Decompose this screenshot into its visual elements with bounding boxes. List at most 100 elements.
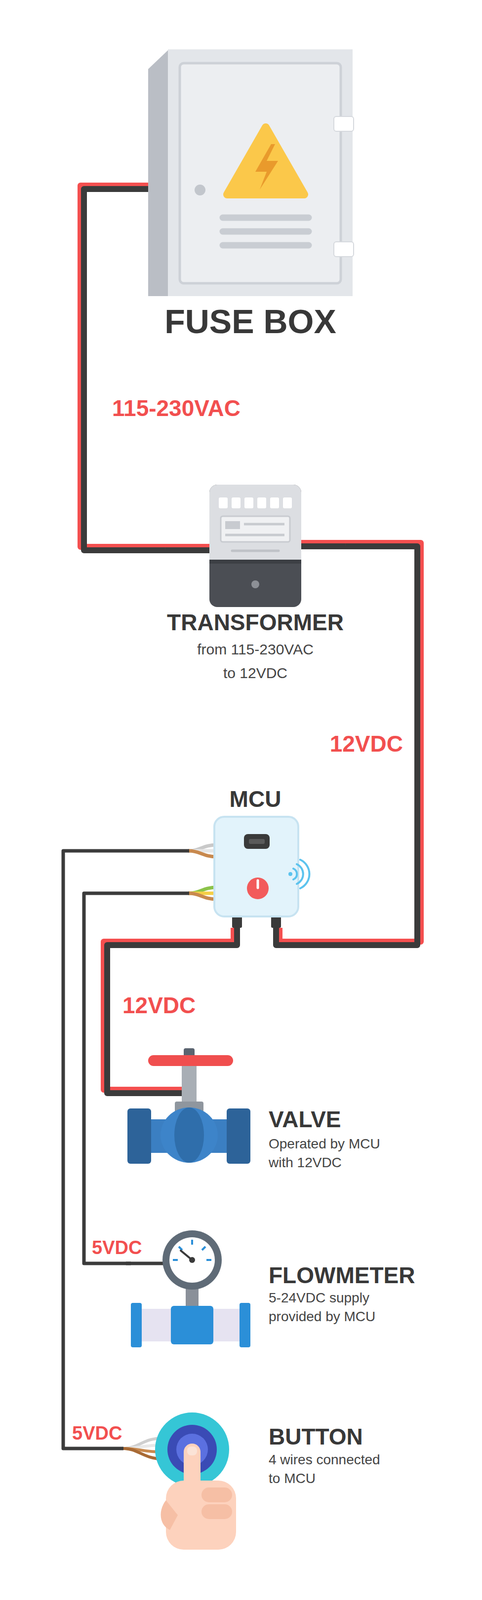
gauge-face bbox=[169, 1238, 215, 1284]
power-cable bbox=[107, 928, 238, 1094]
wire-strand bbox=[189, 893, 218, 900]
component-name: BUTTON bbox=[268, 1424, 363, 1452]
wire-black-stub bbox=[123, 1090, 184, 1097]
component-name: MCU bbox=[229, 786, 282, 814]
flowmeter-body bbox=[170, 1306, 214, 1346]
voltage-label: 12VDC bbox=[327, 730, 405, 759]
hand-knuckle bbox=[201, 1505, 233, 1521]
voltage-label: 5VDC bbox=[89, 1237, 144, 1261]
finger-nail bbox=[187, 1447, 198, 1457]
mcu-body bbox=[214, 817, 299, 918]
fuse-box-side bbox=[148, 49, 169, 297]
valve-illustration bbox=[127, 1048, 251, 1165]
fuse-box-front bbox=[167, 49, 353, 297]
wifi-dot bbox=[288, 872, 293, 877]
flowmeter-flange bbox=[130, 1303, 142, 1349]
mcu-dial bbox=[246, 878, 269, 900]
fuse-box-door bbox=[179, 63, 341, 284]
gauge-tick bbox=[178, 1247, 183, 1251]
meter-key bbox=[257, 497, 267, 509]
connector-group bbox=[63, 185, 421, 1450]
valve-flange bbox=[127, 1109, 152, 1165]
wire-red-strand bbox=[80, 185, 165, 548]
gauge-rim bbox=[162, 1231, 222, 1291]
door-knob bbox=[194, 184, 206, 196]
component-note: from 115-230VAC to 12VDC bbox=[191, 638, 320, 686]
door-hinge bbox=[333, 241, 354, 257]
gauge-tick bbox=[206, 1259, 212, 1262]
component-node: MCU bbox=[189, 784, 312, 929]
door-slot bbox=[222, 214, 309, 222]
mcu-slot bbox=[243, 834, 270, 850]
gauge-tick bbox=[201, 1247, 206, 1251]
transformer-base bbox=[209, 484, 302, 608]
wire-red-stub bbox=[123, 1087, 184, 1094]
meter-screw bbox=[251, 580, 260, 589]
valve-handle bbox=[148, 1055, 234, 1067]
meter-line bbox=[232, 550, 279, 553]
warning-triangle bbox=[227, 127, 305, 195]
wire-red-strand bbox=[279, 543, 421, 943]
fuse-box-illustration bbox=[148, 49, 354, 297]
mcu-dial-mark bbox=[256, 881, 260, 889]
power-cable bbox=[83, 189, 165, 551]
component-name: VALVE bbox=[268, 1106, 342, 1134]
mcu-slot-inner bbox=[248, 839, 265, 845]
voltage-label: 12VDC bbox=[120, 992, 198, 1020]
wire-connector-group bbox=[103, 928, 238, 1094]
lightning-bolt bbox=[255, 144, 279, 190]
meter-key bbox=[218, 497, 228, 509]
meter-line bbox=[225, 534, 285, 537]
flowmeter-wire-stub bbox=[125, 1262, 168, 1267]
wire-connector-group bbox=[80, 185, 165, 551]
mcu-wire-stubs bbox=[189, 845, 218, 900]
meter-display bbox=[225, 521, 241, 530]
meter-key bbox=[244, 497, 254, 509]
component-note: 4 wires connected to MCU bbox=[268, 1451, 389, 1489]
wifi-arc bbox=[296, 864, 304, 885]
meter-panel bbox=[220, 516, 290, 543]
component-node: TRANSFORMERfrom 115-230VAC to 12VDC bbox=[164, 484, 346, 688]
hand-knuckle bbox=[201, 1488, 233, 1504]
transformer-illustration bbox=[209, 484, 302, 608]
valve-flange bbox=[226, 1109, 251, 1165]
component-name: FLOWMETER bbox=[268, 1262, 415, 1290]
valve-body bbox=[160, 1108, 218, 1164]
component-node: BUTTON4 wires connected to MCU bbox=[123, 1412, 391, 1551]
meter-line bbox=[243, 523, 285, 526]
wire-connector-group bbox=[276, 543, 421, 946]
meter-key bbox=[231, 497, 241, 509]
valve-body-shade bbox=[174, 1108, 204, 1164]
transformer-band bbox=[209, 560, 302, 564]
door-slot bbox=[222, 228, 309, 236]
flowmeter-flange bbox=[239, 1303, 251, 1349]
component-name: TRANSFORMER bbox=[166, 609, 344, 637]
button-illustration bbox=[155, 1413, 237, 1551]
power-cable bbox=[276, 546, 418, 946]
component-note: Operated by MCU with 12VDC bbox=[268, 1135, 389, 1173]
component-note: 5-24VDC supply provided by MCU bbox=[268, 1289, 389, 1327]
component-node: VALVEOperated by MCU with 12VDC bbox=[127, 1048, 391, 1175]
meter-key bbox=[270, 497, 280, 509]
transformer-top bbox=[209, 548, 302, 561]
signal-wire bbox=[63, 851, 190, 1450]
valve-wire-stub bbox=[123, 1090, 184, 1094]
component-node: FLOWMETER5-24VDC supply provided by MCU bbox=[130, 1229, 417, 1350]
voltage-label: 115-230VAC bbox=[110, 395, 243, 423]
mcu-illustration bbox=[214, 817, 310, 929]
wifi-arc bbox=[300, 860, 310, 889]
hand-thumb bbox=[160, 1501, 178, 1531]
signal-wire bbox=[83, 893, 190, 1265]
gauge-tick bbox=[172, 1259, 178, 1262]
component-node: FUSE BOX bbox=[148, 49, 353, 345]
flowmeter-illustration bbox=[130, 1231, 251, 1349]
meter-key bbox=[282, 497, 292, 509]
voltage-label: 5VDC bbox=[70, 1423, 124, 1446]
wire-connector-group bbox=[63, 851, 190, 1450]
door-hinge bbox=[333, 116, 354, 132]
wire-strand bbox=[189, 851, 218, 858]
gauge-pivot bbox=[189, 1257, 196, 1264]
transformer-top bbox=[209, 484, 302, 561]
wifi-arc bbox=[293, 869, 297, 881]
